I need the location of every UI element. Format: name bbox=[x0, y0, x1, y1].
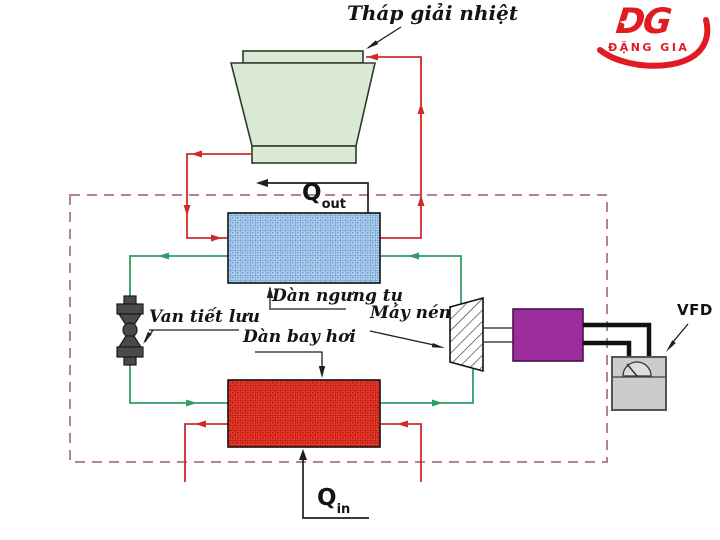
q-out-label: Qout bbox=[302, 180, 346, 212]
cooling-water-arrows bbox=[183, 53, 425, 242]
q-out-subscript: out bbox=[321, 196, 346, 212]
evaporator-label: Dàn bay hơi bbox=[243, 327, 356, 347]
system-boundary bbox=[69, 194, 608, 463]
cooling-tower-shape bbox=[229, 50, 377, 164]
logo-brand-name: ĐẶNG GIA bbox=[608, 41, 690, 54]
expansion-valve-label: Van tiết lưu bbox=[149, 307, 260, 327]
evaporator-shape bbox=[227, 379, 381, 448]
heat-flow-lines bbox=[260, 182, 369, 519]
compressor-shape bbox=[449, 296, 484, 373]
expansion-valve-shape bbox=[116, 295, 144, 366]
refrigerant-arrows bbox=[158, 252, 443, 407]
logo-swoosh-icon bbox=[597, 17, 711, 69]
power-cables bbox=[583, 322, 652, 357]
chilled-water-pipes bbox=[184, 423, 422, 482]
vfd-shape bbox=[611, 356, 667, 411]
q-in-subscript: in bbox=[336, 501, 351, 517]
q-in-label: Qin bbox=[317, 485, 351, 517]
label-pointer-arrowheads bbox=[143, 40, 676, 378]
cooling-water-pipes bbox=[186, 56, 422, 239]
vfd-gauge-icon bbox=[622, 361, 652, 377]
dang-gia-logo: DG ➤ ĐẶNG GIA bbox=[592, 2, 716, 70]
motor-shape bbox=[512, 308, 584, 362]
motor-shaft bbox=[483, 327, 513, 343]
condenser-label: Dàn ngưng tụ bbox=[272, 286, 404, 306]
q-out-symbol: Q bbox=[302, 180, 322, 206]
q-in-symbol: Q bbox=[317, 485, 337, 511]
heat-flow-arrows bbox=[256, 179, 307, 460]
compressor-label: Máy nén bbox=[370, 303, 452, 323]
vfd-label: VFD bbox=[677, 301, 713, 319]
condenser-shape bbox=[227, 212, 381, 284]
cooling-tower-label: Tháp giải nhiệt bbox=[347, 1, 519, 25]
chilled-water-arrows bbox=[195, 420, 408, 428]
